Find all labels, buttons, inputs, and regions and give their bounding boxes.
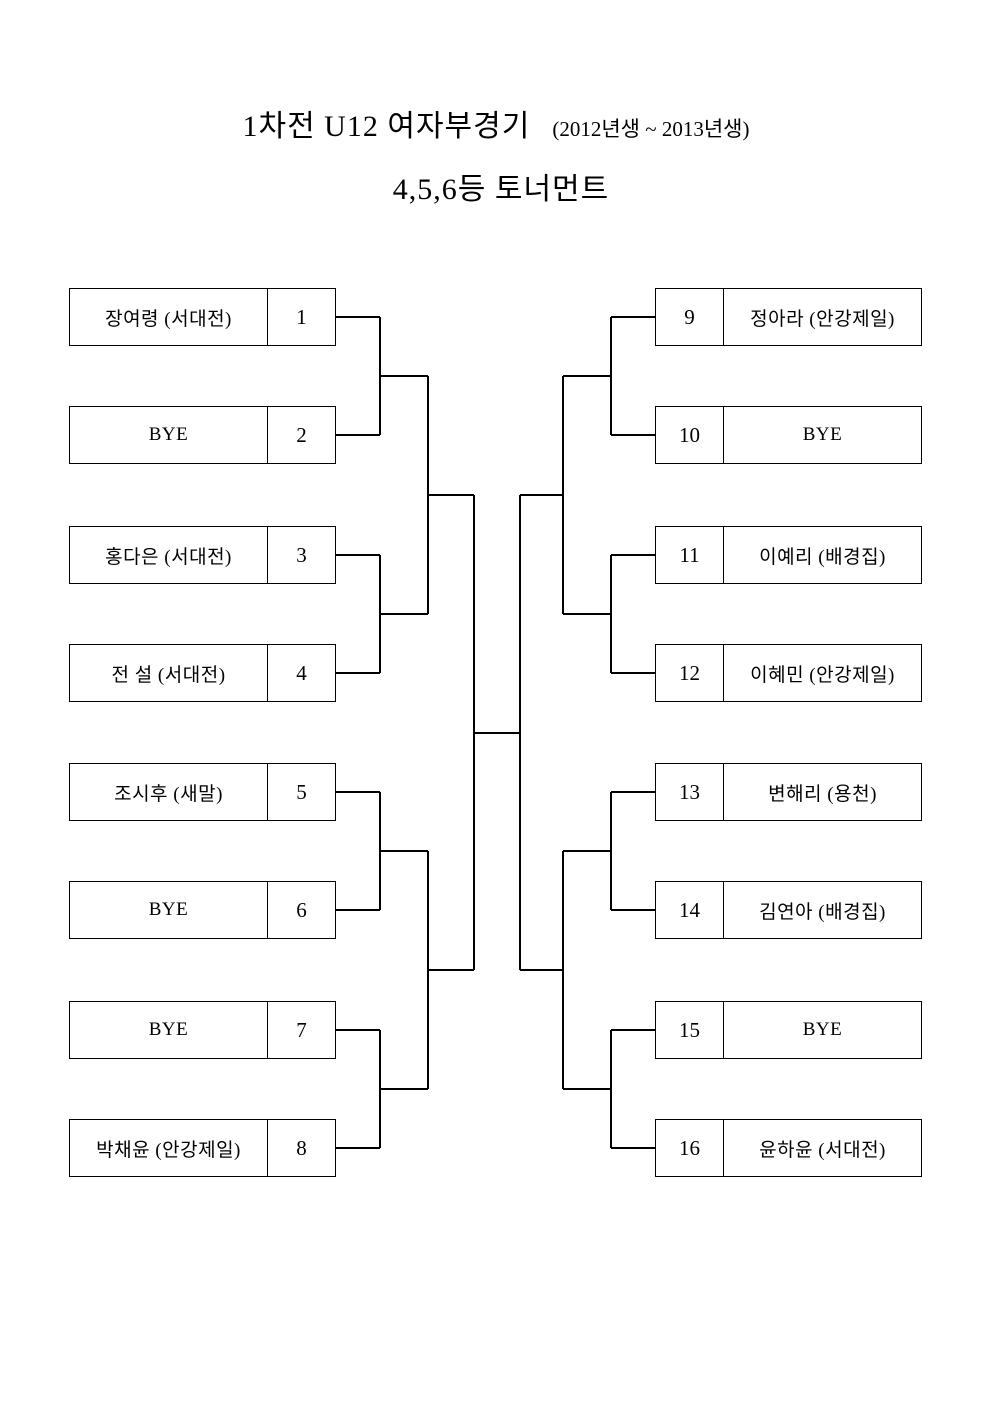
bracket-entry-1[interactable]: 장여령 (서대전) 1 — [69, 288, 336, 346]
bracket-entry-16[interactable]: 윤하윤 (서대전) 16 — [655, 1119, 922, 1177]
entry-seed: 7 — [267, 1002, 335, 1058]
bracket-entry-14[interactable]: 김연아 (배경집) 14 — [655, 881, 922, 939]
entry-seed: 12 — [656, 645, 724, 701]
entry-seed: 10 — [656, 407, 724, 463]
bracket-entry-6[interactable]: BYE 6 — [69, 881, 336, 939]
bracket-entry-9[interactable]: 정아라 (안강제일) 9 — [655, 288, 922, 346]
entry-seed: 1 — [267, 289, 335, 345]
entry-name: BYE — [802, 1019, 843, 1040]
bracket-entry-4[interactable]: 전 설 (서대전) 4 — [69, 644, 336, 702]
page-title: 1차전 U12 여자부경기 (2012년생 ~ 2013년생) 4,5,6등 토너… — [0, 112, 992, 208]
entry-seed: 3 — [267, 527, 335, 583]
bracket-entry-2[interactable]: BYE 2 — [69, 406, 336, 464]
entry-name: 조시후 (새말) — [114, 783, 223, 805]
entry-seed: 8 — [267, 1120, 335, 1176]
bracket-entry-10[interactable]: BYE 10 — [655, 406, 922, 464]
bracket-entry-3[interactable]: 홍다은 (서대전) 3 — [69, 526, 336, 584]
entry-name: 윤하윤 (서대전) — [759, 1139, 886, 1161]
entry-seed: 11 — [656, 527, 724, 583]
entry-name: BYE — [148, 1019, 189, 1040]
entry-name: 전 설 (서대전) — [111, 664, 226, 686]
entry-seed: 6 — [267, 882, 335, 938]
entry-seed: 2 — [267, 407, 335, 463]
bracket-entry-11[interactable]: 이예리 (배경집) 11 — [655, 526, 922, 584]
entry-seed: 15 — [656, 1002, 724, 1058]
bracket-entry-15[interactable]: BYE 15 — [655, 1001, 922, 1059]
entry-name: 김연아 (배경집) — [759, 901, 886, 923]
entry-seed: 13 — [656, 764, 724, 820]
entry-seed: 9 — [656, 289, 724, 345]
entry-seed: 5 — [267, 764, 335, 820]
entry-name: 이예리 (배경집) — [759, 546, 886, 568]
entry-seed: 16 — [656, 1120, 724, 1176]
entry-name: 박채윤 (안강제일) — [96, 1139, 241, 1161]
entry-name: 정아라 (안강제일) — [750, 308, 895, 330]
bracket-entry-12[interactable]: 이혜민 (안강제일) 12 — [655, 644, 922, 702]
entry-seed: 4 — [267, 645, 335, 701]
bracket-entry-7[interactable]: BYE 7 — [69, 1001, 336, 1059]
title-main-text: 1차전 U12 여자부경기 — [242, 110, 531, 143]
bracket-entry-5[interactable]: 조시후 (새말) 5 — [69, 763, 336, 821]
title-birth-range: (2012년생 ~ 2013년생) — [552, 117, 750, 141]
entry-name: 장여령 (서대전) — [105, 308, 232, 330]
entry-name: BYE — [802, 424, 843, 445]
bracket-entry-13[interactable]: 변해리 (용천) 13 — [655, 763, 922, 821]
entry-seed: 14 — [656, 882, 724, 938]
entry-name: 변해리 (용천) — [768, 783, 877, 805]
title-subtitle: 4,5,6등 토너먼트 — [392, 173, 610, 206]
entry-name: 이혜민 (안강제일) — [750, 664, 895, 686]
entry-name: BYE — [148, 424, 189, 445]
entry-name: BYE — [148, 899, 189, 920]
title-line-primary: 1차전 U12 여자부경기 (2012년생 ~ 2013년생) — [0, 112, 992, 142]
entry-name: 홍다은 (서대전) — [105, 546, 232, 568]
bracket-entry-8[interactable]: 박채윤 (안강제일) 8 — [69, 1119, 336, 1177]
